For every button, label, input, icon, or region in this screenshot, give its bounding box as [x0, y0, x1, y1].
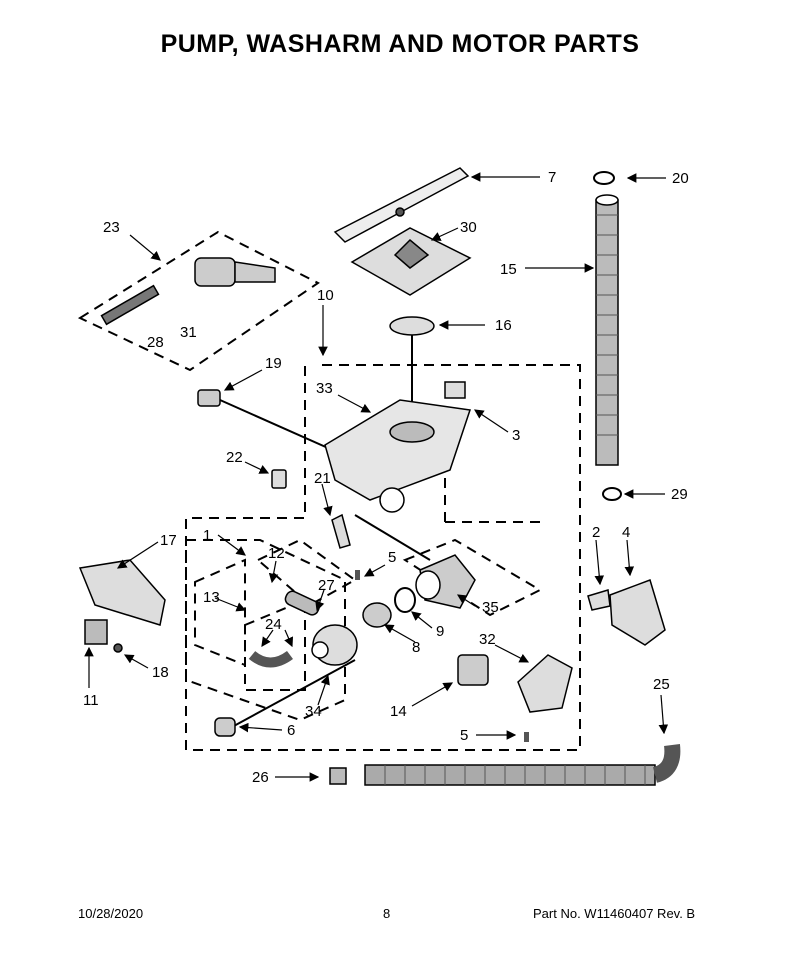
page-title: PUMP, WASHARM AND MOTOR PARTS	[160, 30, 640, 58]
corrugated-drain-hose-part	[364, 744, 681, 786]
check-valve-part	[214, 717, 236, 737]
leader-arrows	[84, 172, 669, 782]
callout-8: 8	[412, 639, 420, 656]
callout-32: 32	[479, 631, 496, 648]
callout-20: 20	[672, 170, 689, 187]
elbow-hose-part	[248, 650, 293, 668]
sensor-part	[197, 389, 221, 407]
callout-1: 1	[203, 527, 211, 544]
callout-14: 14	[390, 703, 407, 720]
callout-26: 26	[252, 769, 269, 786]
callout-29: 29	[671, 486, 688, 503]
footer-date: 10/28/2020	[78, 906, 144, 921]
bracket-part	[444, 381, 466, 399]
callout-7: 7	[548, 169, 556, 186]
callout-2: 2	[592, 524, 600, 541]
callout-5: 5	[388, 549, 396, 566]
callout-24: 24	[265, 616, 282, 633]
drain-pump-part	[517, 654, 573, 713]
hose-clamp-part	[602, 487, 622, 501]
callout-18: 18	[152, 664, 169, 681]
callout-12: 12	[268, 545, 285, 562]
callout-28: 28	[147, 334, 164, 351]
dashed-group-outlines	[77, 230, 581, 751]
callout-3: 3	[512, 427, 520, 444]
footer-part-number: Part No. W11460407 Rev. B	[533, 906, 696, 921]
screw-parts	[355, 570, 529, 742]
callout-25: 25	[653, 676, 670, 693]
callout-23: 23	[103, 219, 120, 236]
spray-arm-part	[333, 167, 470, 243]
impeller-seal-part	[362, 587, 416, 628]
callout-17: 17	[160, 532, 177, 549]
footer-page-number: 8	[383, 906, 391, 921]
callout-9: 9	[436, 623, 444, 640]
callout-5-lower: 5	[460, 727, 468, 744]
callout-27: 27	[318, 577, 335, 594]
heater-part	[457, 654, 489, 686]
hose-clip-part	[329, 767, 347, 785]
callout-33: 33	[316, 380, 333, 397]
callout-6: 6	[287, 722, 295, 739]
lower-washarm-part	[350, 227, 472, 296]
callout-21: 21	[314, 470, 331, 487]
callout-11: 11	[83, 692, 99, 709]
callout-13: 13	[203, 589, 220, 606]
sump-part	[324, 399, 471, 513]
mount-bracket-part	[78, 559, 166, 653]
callout-34: 34	[305, 703, 322, 720]
drain-hose-part	[593, 171, 619, 466]
callout-labels: 7 20 23 30 15 10 16 19 33 3 22 21 28 31 …	[83, 169, 689, 786]
callout-10: 10	[317, 287, 334, 304]
callout-15: 15	[500, 261, 517, 278]
callout-19: 19	[265, 355, 282, 372]
callout-30: 30	[460, 219, 477, 236]
motor-bracket-part	[587, 579, 666, 646]
clip-part	[331, 513, 351, 549]
callout-31: 31	[180, 324, 197, 341]
valve-assembly-part	[100, 257, 276, 326]
callout-35: 35	[482, 599, 499, 616]
callout-4: 4	[622, 524, 630, 541]
hose-coupling-part	[284, 590, 320, 616]
callout-22: 22	[226, 449, 243, 466]
filter-disc-part	[389, 316, 435, 336]
connector-part	[271, 469, 287, 489]
pump-housing-part	[311, 624, 358, 666]
callout-16: 16	[495, 317, 512, 334]
